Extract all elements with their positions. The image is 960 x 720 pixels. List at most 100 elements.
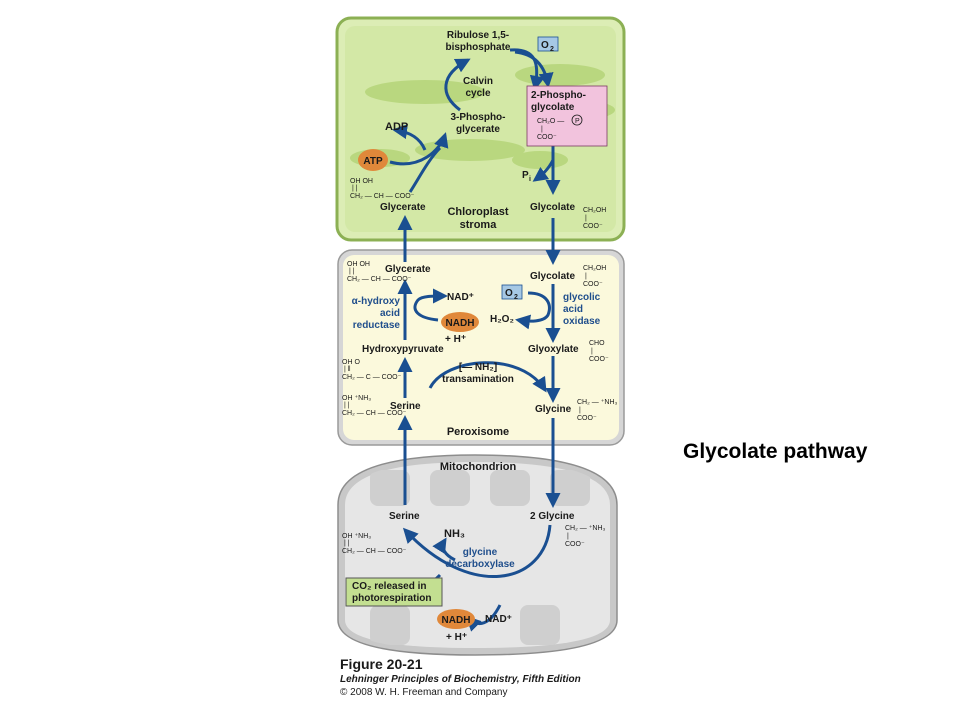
figure-number: Figure 20-21: [340, 656, 423, 672]
svg-text:2-Phospho-: 2-Phospho-: [531, 90, 586, 101]
svg-text:|: |: [567, 533, 569, 540]
reductase-label-3: reductase: [353, 320, 401, 331]
nadh-label: NADH: [446, 318, 475, 329]
atp-arrow: [389, 132, 449, 166]
pi-subscript: i: [529, 176, 531, 183]
3pg-label-1: 3-Phospho-: [451, 112, 506, 123]
glycine-label: Glycine: [535, 404, 572, 415]
crista: [370, 605, 410, 645]
chloroplast-title-1: Chloroplast: [447, 206, 508, 218]
glycine-to-serine-arrow: [402, 524, 552, 578]
svg-text:CH₂ — ⁺NH₃: CH₂ — ⁺NH₃: [565, 525, 606, 532]
adp-arrow: [392, 124, 427, 151]
pi-label: P: [522, 170, 529, 181]
3pg-label-2: glycerate: [456, 124, 500, 135]
hydroxypyruvate-structure: OH O | ‖ CH₂ — C — COO⁻: [342, 359, 402, 381]
serine-label: Serine: [390, 401, 421, 412]
svg-text:|: |: [541, 126, 543, 133]
crista: [550, 470, 590, 506]
o2-box: O 2: [501, 284, 523, 301]
svg-text:| |: | |: [352, 185, 358, 192]
glycine-decarboxylase-label-2: decarboxylase: [445, 559, 515, 570]
nadh-label: NADH: [442, 615, 471, 626]
nad-label: NAD⁺: [447, 292, 474, 303]
rubp-label-1: Ribulose 1,5-: [447, 30, 509, 41]
o2-in-arrow: [514, 50, 554, 88]
svg-text:COO⁻: COO⁻: [537, 134, 557, 141]
calvin-label-1: Calvin: [463, 76, 493, 87]
o2-to-h2o2-arrow: [515, 291, 551, 330]
crista: [520, 605, 560, 645]
thylakoid: [515, 64, 605, 86]
oxidase-label-2: acid: [563, 304, 583, 315]
reductase-label-1: α-hydroxy: [352, 296, 401, 307]
peroxisome-title: Peroxisome: [447, 426, 509, 438]
svg-text:| ‖: | ‖: [344, 366, 351, 373]
peroxisome-labels: OH OH | | CH₂ — CH — COO⁻ Glycerate α-hy…: [342, 261, 618, 438]
svg-text:CH₂ — CH — COO⁻: CH₂ — CH — COO⁻: [347, 276, 412, 283]
svg-text:CH₂ — CH — COO⁻: CH₂ — CH — COO⁻: [350, 193, 415, 200]
svg-text:CHO: CHO: [589, 340, 605, 347]
svg-text:CH₂ — CH — COO⁻: CH₂ — CH — COO⁻: [342, 548, 407, 555]
glyoxylate-label: Glyoxylate: [528, 344, 579, 355]
atp-label: ATP: [363, 156, 383, 167]
transamination-label-1: [— NH₂]: [459, 362, 497, 373]
crista: [370, 470, 410, 506]
o2-box: O 2: [537, 36, 559, 53]
nad-label: NAD⁺: [485, 614, 512, 625]
oxidase-label-3: oxidase: [563, 316, 601, 327]
atp-ellipse: ATP: [358, 149, 388, 171]
transamination-arrow: [428, 361, 547, 393]
svg-text:CH₂OH: CH₂OH: [583, 265, 606, 272]
glycolate-label: Glycolate: [530, 202, 575, 213]
svg-text:glycolate: glycolate: [531, 102, 575, 113]
glycine-structure: CH₂ — ⁺NH₃ | COO⁻: [565, 525, 606, 548]
chloroplast-title-2: stroma: [460, 219, 498, 231]
svg-text:photorespiration: photorespiration: [352, 593, 431, 604]
phosphate-icon: [571, 114, 583, 126]
svg-text:| |: | |: [344, 540, 350, 547]
reductase-label-2: acid: [380, 308, 400, 319]
glycine-decarboxylase-label-1: glycine: [463, 547, 498, 558]
o2-subscript: 2: [550, 46, 554, 53]
oxidase-label-1: glycolic: [563, 292, 601, 303]
glycine2-label: 2 Glycine: [530, 511, 575, 522]
nadh-ellipse: NADH: [441, 312, 479, 332]
adp-label: ADP: [385, 121, 408, 133]
phosphoglycolate-box: 2-Phospho- glycolate CH₂O — P | COO⁻: [526, 85, 608, 147]
svg-text:|: |: [579, 407, 581, 414]
glycerate-structure: OH OH | | CH₂ — CH — COO⁻: [347, 261, 412, 283]
glycerate-structure: OH OH | | CH₂ — CH — COO⁻: [350, 178, 415, 200]
chloroplast-labels: Ribulose 1,5- bisphosphate O 2 Calvin cy…: [350, 30, 608, 231]
rubp-label-2: bisphosphate: [445, 42, 510, 53]
svg-text:COO⁻: COO⁻: [583, 223, 603, 230]
crista: [430, 470, 470, 506]
glycerate-to-3pg-arrow: [408, 146, 442, 193]
svg-text:OH ⁺NH₃: OH ⁺NH₃: [342, 395, 371, 402]
o2-subscript: 2: [514, 294, 518, 301]
svg-text:| |: | |: [344, 402, 350, 409]
crista: [490, 470, 530, 506]
co2-release-box: CO₂ released in photorespiration: [345, 577, 443, 607]
thylakoid: [512, 151, 568, 169]
svg-text:P: P: [575, 118, 580, 125]
figure-caption: Figure 20-21 Lehninger Principles of Bio…: [340, 656, 581, 698]
svg-text:CH₂O —: CH₂O —: [537, 118, 564, 125]
svg-text:CH₂ — CH — COO⁻: CH₂ — CH — COO⁻: [342, 410, 407, 417]
svg-text:CO₂ released in: CO₂ released in: [352, 581, 426, 592]
glycerate-label: Glycerate: [385, 264, 431, 275]
calvin-arrow-up: [444, 58, 471, 112]
svg-text:OH ⁺NH₃: OH ⁺NH₃: [342, 533, 371, 540]
serine-label: Serine: [389, 511, 420, 522]
transamination-label-2: transamination: [442, 374, 514, 385]
svg-text:OH OH: OH OH: [347, 261, 370, 268]
nh3-label: NH₃: [444, 528, 465, 540]
mitochondrion-labels: Mitochondrion Serine OH ⁺NH₃ | | CH₂ — C…: [342, 461, 606, 643]
svg-text:COO⁻: COO⁻: [583, 281, 603, 288]
o2-label: O: [505, 288, 513, 299]
nadh-to-nad-arrow: [413, 288, 448, 322]
serine-structure: OH ⁺NH₃ | | CH₂ — CH — COO⁻: [342, 395, 407, 417]
nadh-ellipse: NADH: [437, 609, 475, 629]
svg-text:CH₂OH: CH₂OH: [583, 207, 606, 214]
